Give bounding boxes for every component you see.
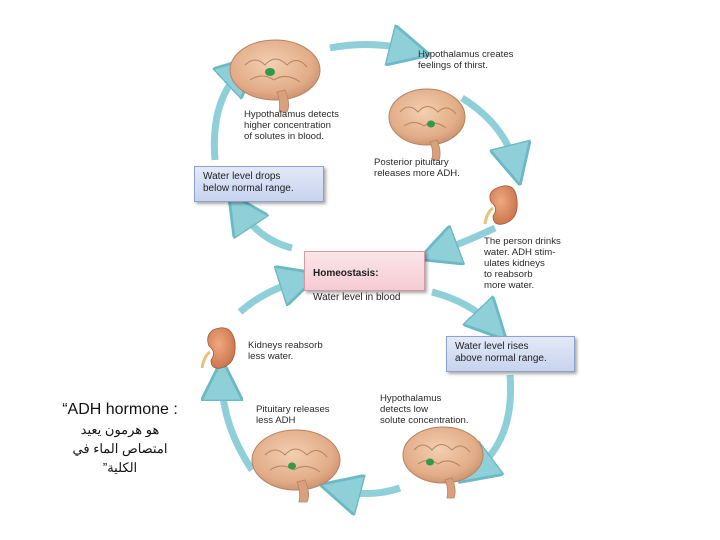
kidney-icon-1 [483,185,518,225]
arrow-to-drops [240,210,293,252]
note-line-4: الكلية” [102,460,138,475]
arrow-to-kidneys [222,380,255,472]
adh-note: “ADH hormone : هو هرمون يعيد امتصاص الما… [30,400,210,477]
arrow-to-pituitary [340,488,402,494]
note-line-3: امتصاص الماء في [72,441,168,456]
label-posterior-pituitary: Posterior pituitary releases more ADH. [374,157,460,179]
upper-loop-arrows [210,44,515,252]
homeostasis-title: Homeostasis: [313,268,379,279]
note-line-1: “ADH hormone : [62,401,178,418]
arrow-to-rises [431,288,492,325]
label-detects-high: Hypothalamus detects higher concentratio… [244,109,339,142]
label-detects-low: Hypothalamus detects low solute concentr… [380,393,469,426]
box-homeostasis: Homeostasis: Water level in blood [304,251,425,303]
note-line-2: هو هرمون يعيد [80,422,160,437]
brain-icon-3 [251,429,341,503]
arrow-posterior [460,95,515,165]
label-kidneys-less: Kidneys reabsorb less water. [248,340,323,362]
box-water-rises: Water level rises above normal range. [446,336,575,372]
arrow-to-homeostasis-top [438,224,497,252]
lower-loop-arrows [222,280,515,494]
label-thirst: Hypothalamus creates feelings of thirst. [418,49,514,71]
brain-icon-2 [388,88,466,161]
brain-icon-4 [402,426,484,499]
arrow-thirst [329,44,410,50]
brain-icon-1 [229,39,321,113]
label-pituitary-less: Pituitary releases less ADH [256,404,330,426]
arrow-to-detects-low [475,374,515,470]
homeostasis-subtitle: Water level in blood [313,292,401,303]
label-drinks: The person drinks water. ADH stim- ulate… [484,236,561,291]
arrow-to-homeostasis-bottom [237,280,300,315]
kidney-icon-2 [200,327,236,369]
box-water-drops: Water level drops below normal range. [194,166,324,202]
